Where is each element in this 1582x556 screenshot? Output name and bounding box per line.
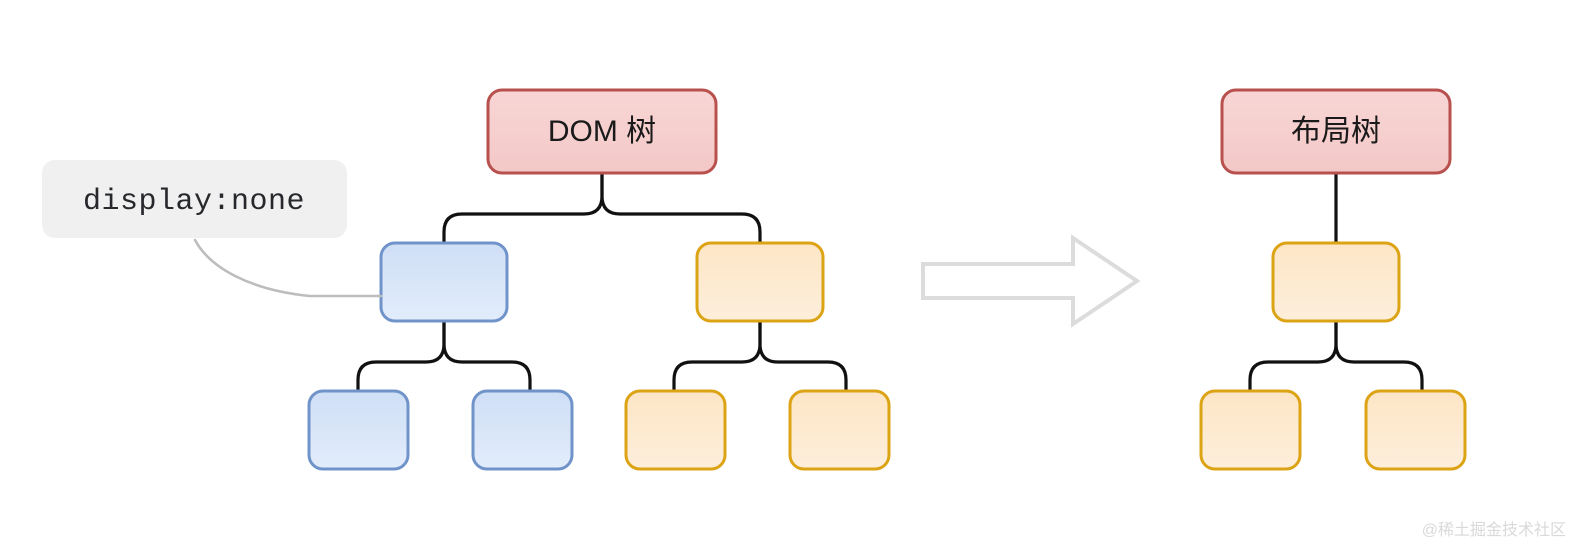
connector-layout-to-child-2 (1334, 319, 1424, 393)
dom-node-hidden-child-1-box[interactable] (307, 389, 410, 471)
watermark: @稀土掘金技术社区 (1422, 521, 1566, 539)
dom-node-visible-parent[interactable] (695, 241, 825, 323)
layout-tree: 布局树 (1199, 88, 1467, 471)
connector-blue-to-child-2 (442, 319, 532, 393)
dom-node-hidden-parent-box[interactable] (379, 241, 509, 323)
dom-node-visible-child-1[interactable] (624, 389, 727, 471)
transform-arrow-shape (921, 234, 1141, 328)
connector-root-to-blue (442, 171, 604, 245)
dom-node-visible-child-2[interactable] (788, 389, 891, 471)
dom-tree-root-box[interactable] (486, 88, 718, 175)
layout-node-child-1[interactable] (1199, 389, 1302, 471)
dom-node-visible-parent-box[interactable] (695, 241, 825, 323)
dom-node-hidden-child-2[interactable] (471, 389, 574, 471)
transform-arrow (921, 234, 1141, 328)
display-none-annotation[interactable]: display:none (42, 160, 383, 298)
dom-node-hidden-child-1[interactable] (307, 389, 410, 471)
layout-node-child-1-box[interactable] (1199, 389, 1302, 471)
dom-tree-root-label: DOM 树 (548, 115, 656, 148)
annotation-leader-line (193, 238, 383, 298)
connector-orange-to-child-1 (672, 319, 762, 393)
connector-layout-to-child-1 (1248, 319, 1338, 393)
display-none-label-text: display:none (83, 185, 305, 219)
layout-tree-root-label: 布局树 (1291, 115, 1381, 148)
dom-tree-root-node[interactable]: DOM 树 (486, 88, 718, 175)
dom-node-hidden-child-2-box[interactable] (471, 389, 574, 471)
connector-orange-to-child-2 (758, 319, 848, 393)
connector-blue-to-child-1 (356, 319, 446, 393)
dom-node-visible-child-2-box[interactable] (788, 389, 891, 471)
dom-tree: DOM 树 (307, 88, 891, 471)
layout-tree-root-box[interactable] (1220, 88, 1452, 175)
layout-node-child-2-box[interactable] (1364, 389, 1467, 471)
layout-node-parent-box[interactable] (1271, 241, 1401, 323)
dom-node-visible-child-1-box[interactable] (624, 389, 727, 471)
dom-node-hidden-parent[interactable] (379, 241, 509, 323)
connector-root-to-orange (600, 171, 762, 245)
layout-tree-root-node[interactable]: 布局树 (1220, 88, 1452, 175)
display-none-label-bg[interactable] (42, 160, 347, 238)
layout-node-parent[interactable] (1271, 241, 1401, 323)
layout-node-child-2[interactable] (1364, 389, 1467, 471)
